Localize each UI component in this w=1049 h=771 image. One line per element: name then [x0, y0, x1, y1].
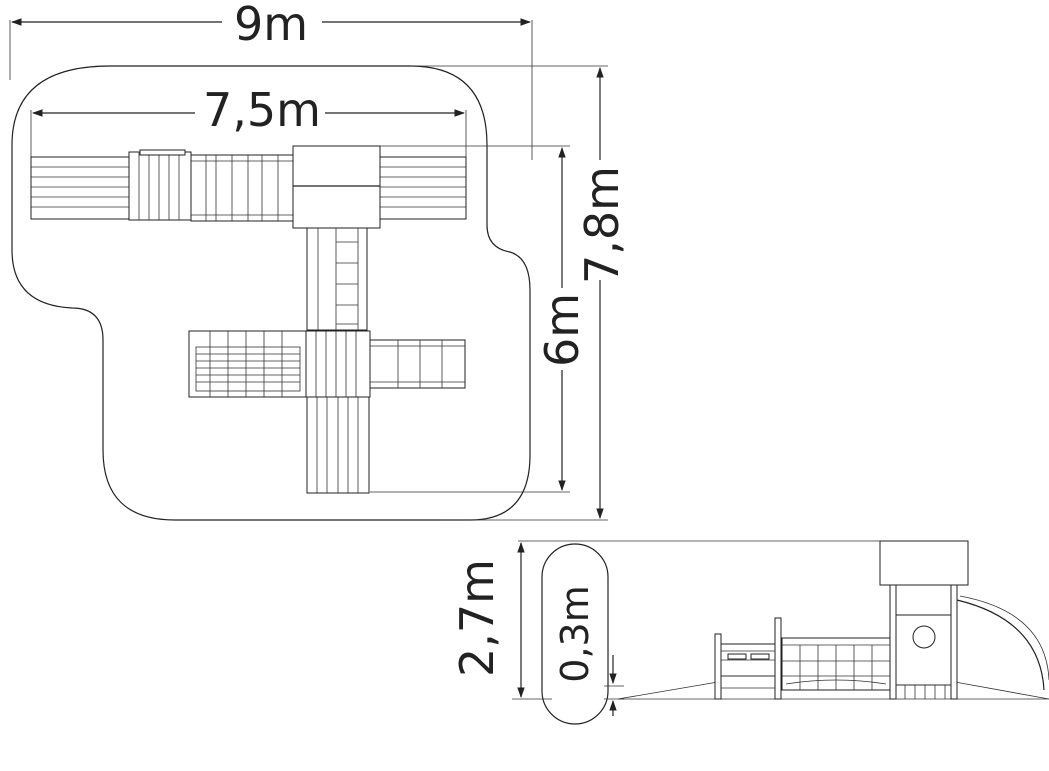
safety-zone-outline	[11, 65, 531, 521]
top-view: 9m 7,5m 7,8m 6m	[9, 0, 629, 521]
dim-structure-width: 7,5m	[30, 83, 467, 158]
side-view: 2,7m 0,3m	[450, 540, 1049, 725]
left-platform	[128, 149, 192, 221]
ground-line	[617, 681, 1049, 700]
right-ladder	[369, 339, 466, 389]
porthole-window	[912, 625, 936, 649]
side-net-panel	[781, 637, 891, 691]
dim-platform-height: 0,3m	[541, 543, 624, 725]
climbing-net	[188, 330, 307, 398]
roof-tower	[292, 145, 381, 229]
dim-overall-width: 9m	[9, 0, 533, 160]
label-overall-depth: 7,8m	[575, 166, 629, 284]
bottom-slide	[306, 396, 370, 494]
left-slide	[30, 156, 130, 220]
label-structure-width: 7,5m	[203, 83, 321, 137]
label-height: 2,7m	[450, 559, 504, 677]
label-platform-height: 0,3m	[553, 585, 597, 682]
label-structure-depth: 6m	[535, 293, 589, 367]
dim-height: 2,7m	[450, 540, 882, 700]
lower-platform	[305, 330, 371, 398]
dim-overall-depth: 7,8m	[410, 65, 629, 521]
top-bridge	[190, 154, 294, 222]
top-right-slide	[378, 156, 467, 220]
side-left-structure	[714, 617, 782, 700]
dim-structure-depth: 6m	[370, 145, 589, 493]
vertical-ladder	[306, 227, 368, 331]
label-overall-width: 9m	[234, 0, 308, 51]
side-tower	[879, 540, 969, 700]
side-slide	[956, 595, 1049, 691]
